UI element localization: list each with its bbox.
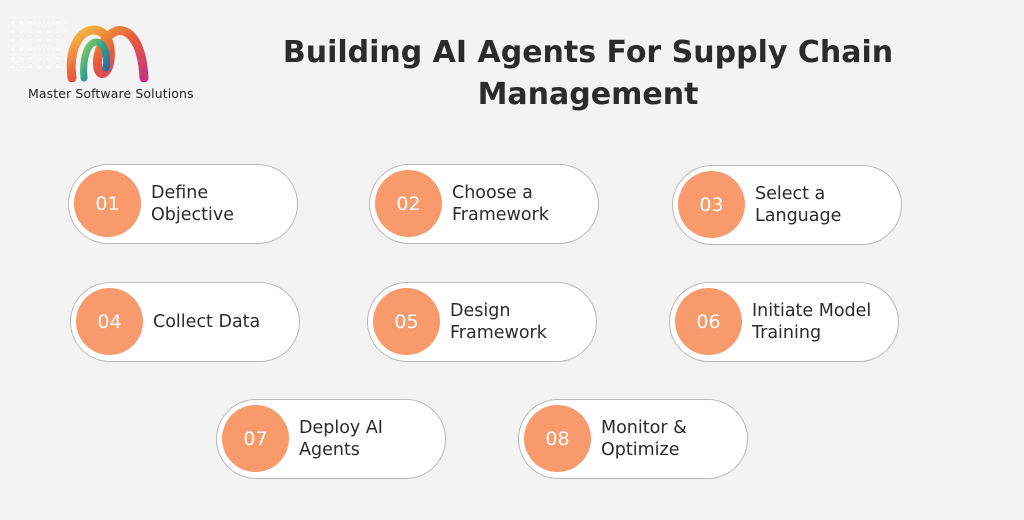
page-title: Building AI Agents For Supply Chain Mana… — [268, 32, 908, 116]
dot-grid-decoration — [8, 18, 66, 68]
step-label: Collect Data — [153, 311, 289, 333]
step-label-line: Collect Data — [153, 312, 261, 332]
step-pill-02: 02 Choose a Framework — [369, 164, 599, 244]
step-label: Choose a Framework — [452, 182, 588, 226]
step-label-line: Agents — [299, 440, 360, 460]
step-label: Define Objective — [151, 182, 287, 226]
step-pill-06: 06 Initiate Model Training — [669, 282, 899, 362]
step-label: Initiate Model Training — [752, 300, 888, 344]
step-label-line: Select a — [755, 184, 826, 204]
step-label-line: Objective — [151, 205, 234, 225]
step-label-line: Design — [450, 301, 511, 321]
step-label-line: Training — [752, 323, 822, 343]
step-number-badge: 02 — [375, 170, 442, 237]
step-number-badge: 06 — [675, 288, 742, 355]
step-label: Select a Language — [755, 183, 891, 227]
step-label-line: Framework — [450, 323, 547, 343]
step-label-line: Framework — [452, 205, 549, 225]
step-number-badge: 04 — [76, 288, 143, 355]
brand-logo-icon — [66, 25, 149, 82]
step-number-badge: 01 — [74, 170, 141, 237]
step-pill-03: 03 Select a Language — [672, 165, 902, 245]
page-title-line: Building AI Agents For Supply Chain — [282, 35, 894, 70]
step-label-line: Choose a — [452, 183, 533, 203]
step-label-line: Language — [755, 206, 842, 226]
step-number-badge: 05 — [373, 288, 440, 355]
step-label-line: Monitor & — [601, 418, 687, 438]
step-pill-01: 01 Define Objective — [68, 164, 298, 244]
step-label-line: Initiate Model — [752, 301, 872, 321]
step-label: Design Framework — [450, 300, 586, 344]
step-label-line: Optimize — [601, 440, 680, 460]
step-label: Monitor & Optimize — [601, 417, 737, 461]
step-pill-04: 04 Collect Data — [70, 282, 300, 362]
page-title-line: Management — [477, 77, 699, 112]
step-pill-08: 08 Monitor & Optimize — [518, 399, 748, 479]
step-label: Deploy AI Agents — [299, 417, 435, 461]
step-label-line: Deploy AI — [299, 418, 383, 438]
step-number-badge: 08 — [524, 405, 591, 472]
step-number-badge: 03 — [678, 171, 745, 238]
step-label-line: Define — [151, 183, 209, 203]
step-number-badge: 07 — [222, 405, 289, 472]
step-pill-07: 07 Deploy AI Agents — [216, 399, 446, 479]
step-pill-05: 05 Design Framework — [367, 282, 597, 362]
brand-name: Master Software Solutions — [28, 86, 194, 101]
